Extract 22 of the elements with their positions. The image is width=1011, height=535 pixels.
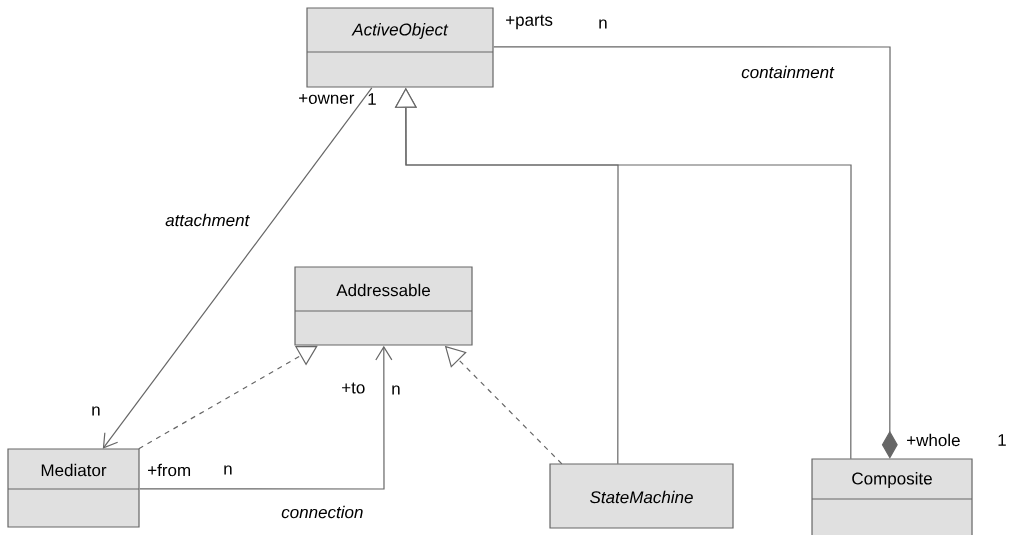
- composition-line: [493, 46, 898, 459]
- role-label: 1: [368, 93, 376, 105]
- association-line: [102, 87, 373, 449]
- role-label: +owner: [299, 94, 355, 104]
- role-label: +parts: [506, 14, 553, 30]
- role-label: n: [92, 406, 100, 416]
- class-box: Addressable: [294, 266, 473, 346]
- role-label: n: [224, 465, 232, 475]
- class-box: Composite: [811, 458, 973, 535]
- association-line: [139, 345, 393, 490]
- edge-label: containment: [740, 64, 835, 80]
- class-box: ActiveObject: [306, 7, 494, 88]
- edge-label: connection: [280, 504, 365, 520]
- realization-arrow: [138, 345, 318, 450]
- role-label: +to: [342, 382, 365, 394]
- role-label: n: [599, 19, 607, 29]
- class-box: Mediator: [7, 448, 140, 528]
- role-label: n: [392, 385, 400, 395]
- role-label: 1: [998, 434, 1006, 446]
- role-label: +from: [148, 463, 190, 477]
- class-box: StateMachine: [549, 463, 734, 529]
- edge-label: attachment: [164, 212, 251, 228]
